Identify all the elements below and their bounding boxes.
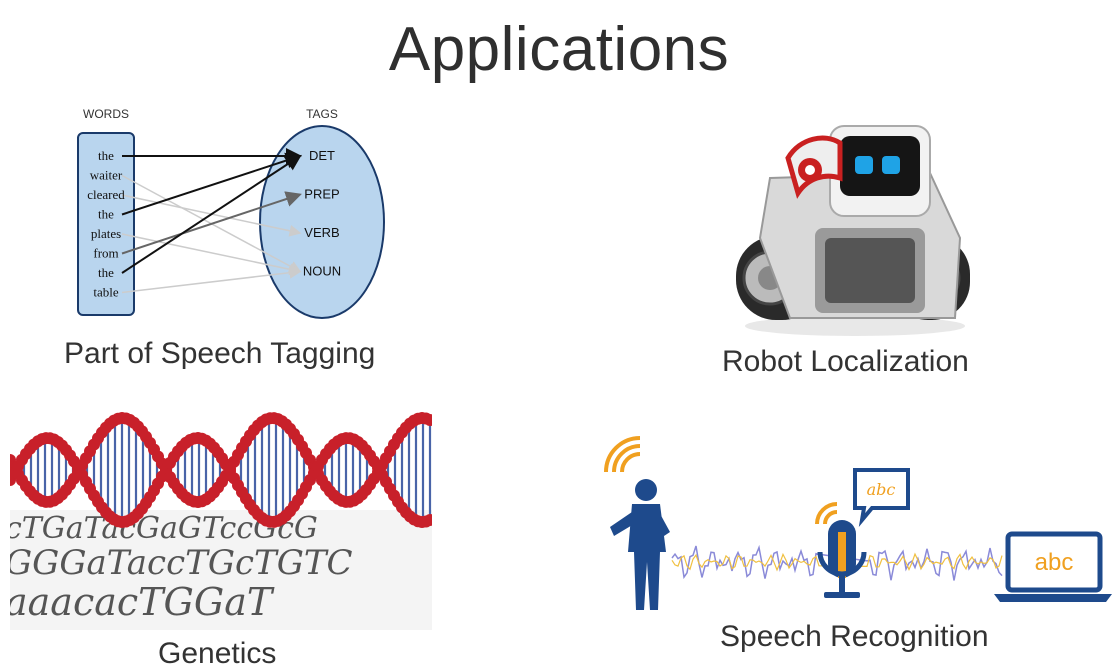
word-label: cleared xyxy=(87,187,125,202)
word-label: the xyxy=(98,148,114,163)
robot-image xyxy=(736,125,970,336)
genetics-caption: Genetics xyxy=(158,637,277,670)
laptop-icon: abc xyxy=(994,531,1112,602)
signal-icon xyxy=(604,436,641,473)
microphone-icon xyxy=(815,502,867,598)
word-label: from xyxy=(93,246,118,261)
word-tag-link xyxy=(121,152,302,216)
tag-label: VERB xyxy=(304,225,339,240)
word-tag-link xyxy=(121,233,302,276)
dna-helix xyxy=(10,412,432,528)
tag-label: NOUN xyxy=(303,264,341,279)
speech-caption: Speech Recognition xyxy=(720,620,989,653)
laptop-text: abc xyxy=(1035,549,1074,576)
tag-label: DET xyxy=(309,148,335,163)
robot-caption: Robot Localization xyxy=(722,345,969,378)
word-label: waiter xyxy=(90,168,123,183)
dna-seq-line-2: GGGaTaccTGcTGTC xyxy=(10,543,353,583)
word-label: table xyxy=(93,285,118,300)
pos-links xyxy=(121,148,302,294)
word-label: the xyxy=(98,207,114,222)
word-tag-link xyxy=(121,266,302,294)
dna-seq-line-3: aaacacTGGaT xyxy=(10,580,275,624)
word-tag-link xyxy=(121,191,302,255)
slide-title: Applications xyxy=(388,15,730,84)
word-label: plates xyxy=(91,226,121,241)
genetics-image: cTGaTacGaGTccGcG GGGaTaccTGcTGTC aaacacT… xyxy=(10,400,432,630)
pos-words: the waiter cleared the plates from the table xyxy=(87,148,125,300)
bubble-text: abc xyxy=(867,480,896,499)
words-header: WORDS xyxy=(83,107,129,121)
word-tag-link xyxy=(121,154,302,274)
speech-bubble-icon: abc xyxy=(853,468,910,527)
tags-header: TAGS xyxy=(306,107,338,121)
speech-image: abc abc xyxy=(604,436,1112,610)
person-on-phone-icon xyxy=(610,479,670,610)
pos-tags: DET PREP VERB NOUN xyxy=(303,148,341,279)
pos-caption: Part of Speech Tagging xyxy=(64,337,376,370)
word-label: the xyxy=(98,265,114,280)
words-box xyxy=(77,132,135,316)
tag-label: PREP xyxy=(304,187,339,202)
pos-tagging-diagram: WORDS TAGS the waiter cleared the plates from… xyxy=(77,107,385,319)
